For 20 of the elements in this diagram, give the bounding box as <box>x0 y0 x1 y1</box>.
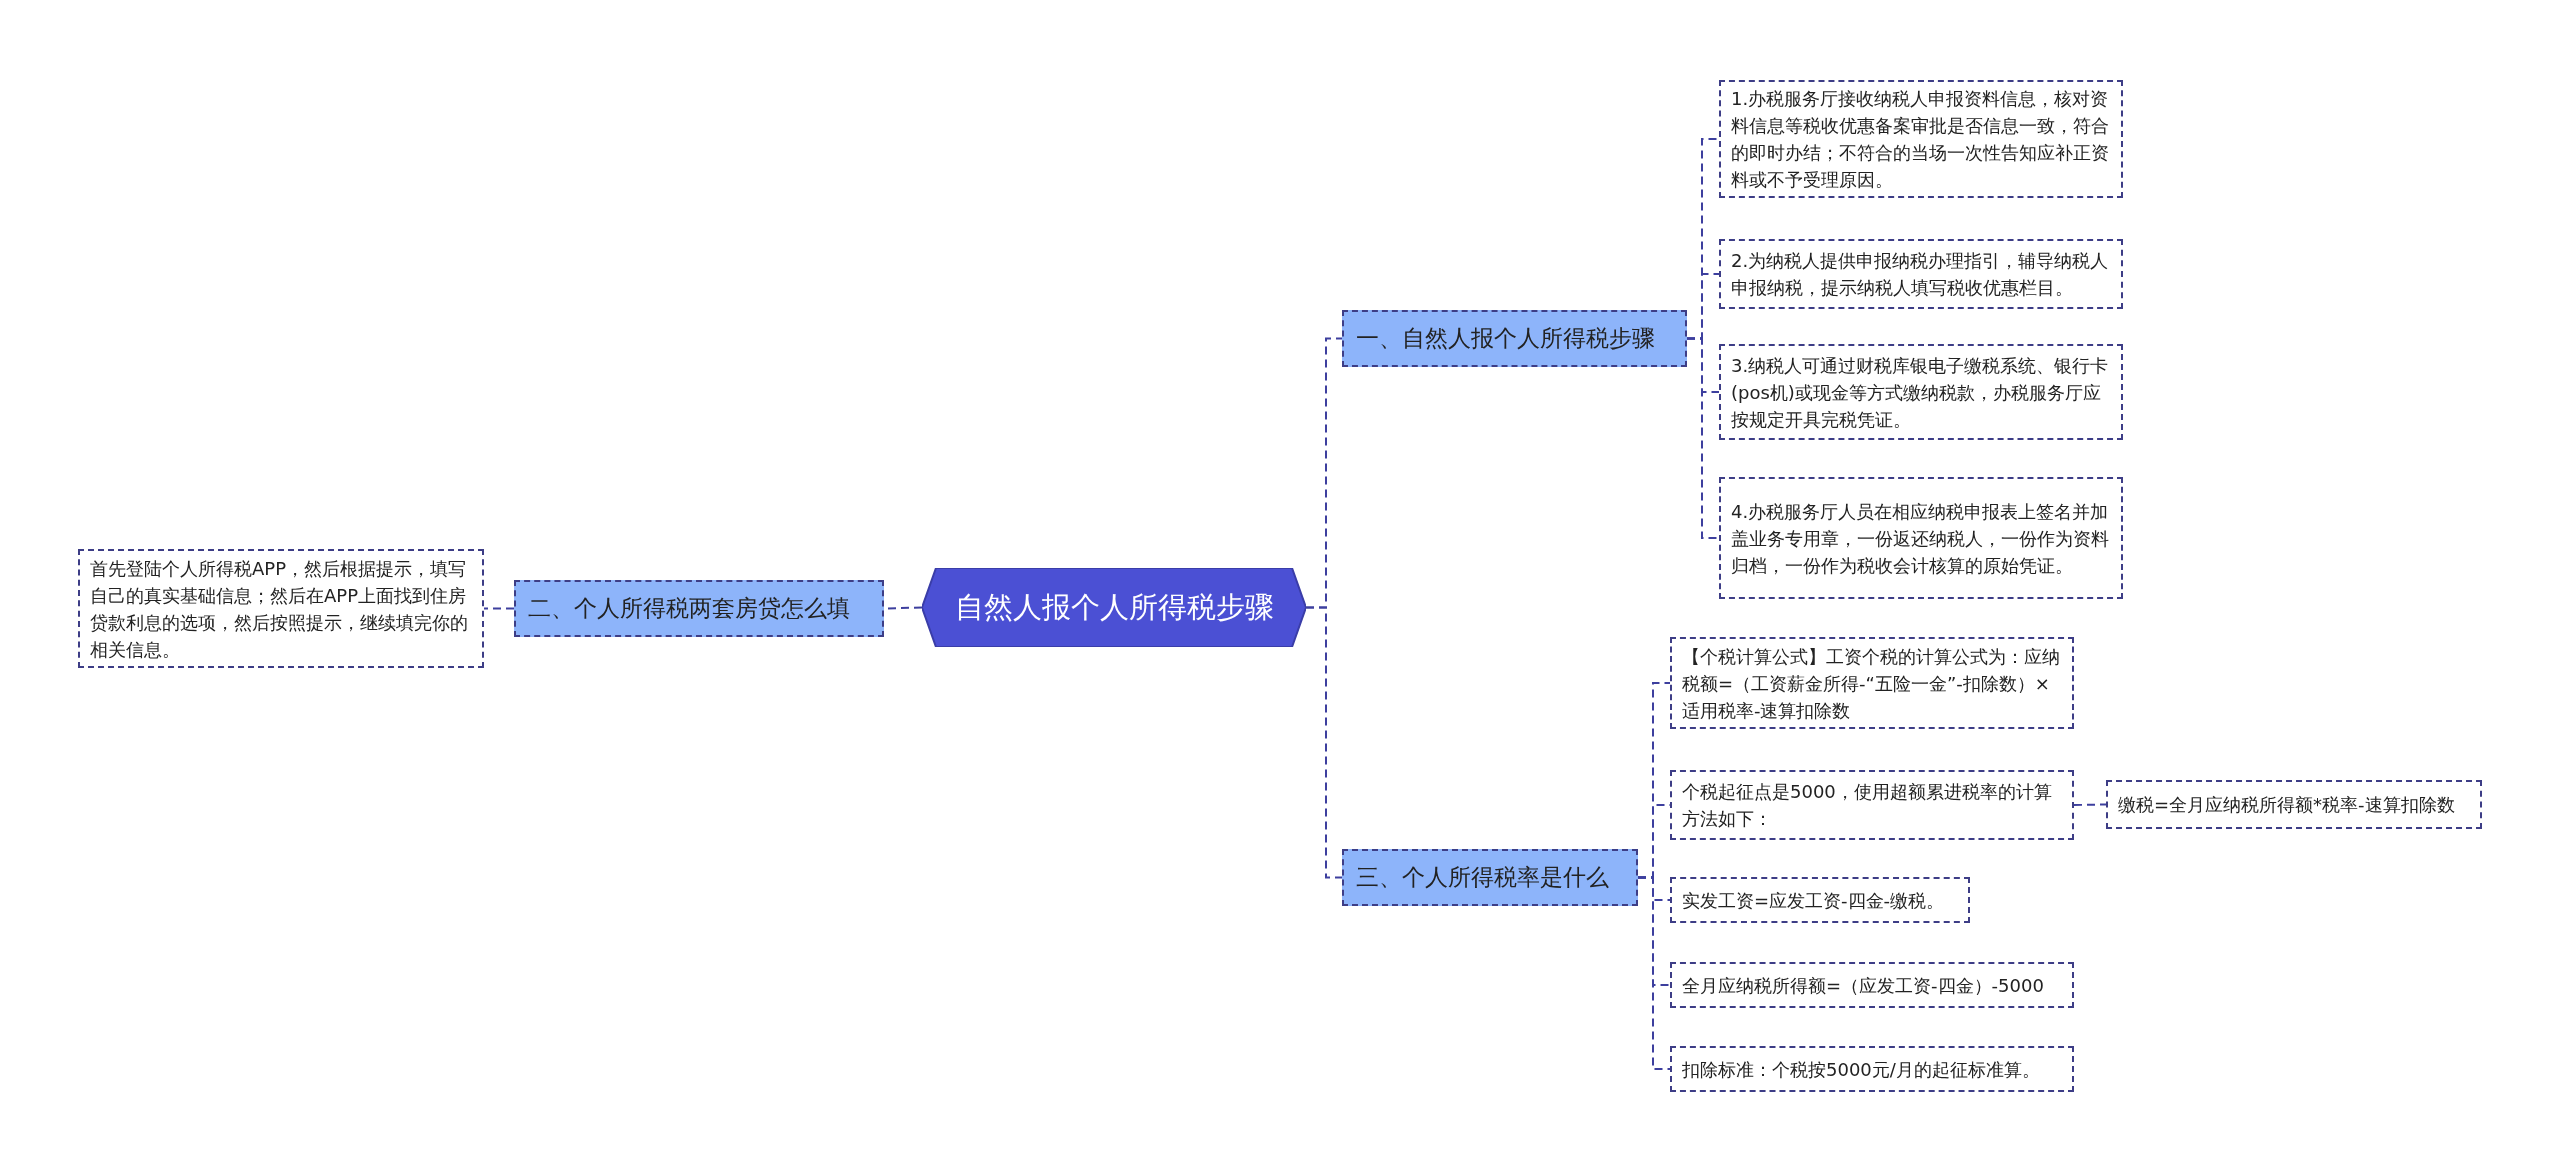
central-topic-hexagon: 自然人报个人所得税步骤 <box>922 568 1306 647</box>
branch-topic-box: 三、个人所得税率是什么 <box>1342 849 1638 906</box>
note-box: 扣除标准：个税按5000元/月的起征标准算。 <box>1670 1046 2074 1092</box>
connector-line <box>483 607 515 610</box>
connector-line <box>1637 876 1671 1070</box>
note-box: 全月应纳税所得额=（应发工资-四金）-5000 <box>1670 962 2074 1008</box>
note-box: 3.纳税人可通过财税库银电子缴税系统、银行卡(pos机)或现金等方式缴纳税款，办税服务厅应按规定开具完税凭证。 <box>1719 344 2123 440</box>
connector-line <box>1305 606 1343 879</box>
connector-line <box>2073 803 2107 806</box>
note-box: 4.办税服务厅人员在相应纳税申报表上签名并加盖业务专用章，一份返还纳税人，一份作为资料归档，一份作为税收会计核算的原始凭证。 <box>1719 477 2123 599</box>
branch-topic-box: 一、自然人报个人所得税步骤 <box>1342 310 1687 367</box>
branch-topic-box: 二、个人所得税两套房贷怎么填 <box>514 580 884 637</box>
note-box: 1.办税服务厅接收纳税人申报资料信息，核对资料信息等税收优惠备案审批是否信息一致，符合的即时办结；不符合的当场一次性告知应补正资料或不予受理原因。 <box>1719 80 2123 198</box>
note-box: 2.为纳税人提供申报纳税办理指引，辅导纳税人申报纳税，提示纳税人填写税收优惠栏目。 <box>1719 239 2123 309</box>
note-box: 【个税计算公式】工资个税的计算公式为：应纳税额=（工资薪金所得-“五险一金”-扣除数）×适用税率-速算扣除数 <box>1670 637 2074 729</box>
note-box: 个税起征点是5000，使用超额累进税率的计算方法如下： <box>1670 770 2074 840</box>
note-box: 首先登陆个人所得税APP，然后根据提示，填写自己的真实基础信息；然后在APP上面找到住房贷款利息的选项，然后按照提示，继续填完你的相关信息。 <box>78 549 484 668</box>
note-box: 缴税=全月应纳税所得额*税率-速算扣除数 <box>2106 780 2482 829</box>
connector-line <box>1686 337 1720 539</box>
note-box: 实发工资=应发工资-四金-缴税。 <box>1670 877 1970 923</box>
